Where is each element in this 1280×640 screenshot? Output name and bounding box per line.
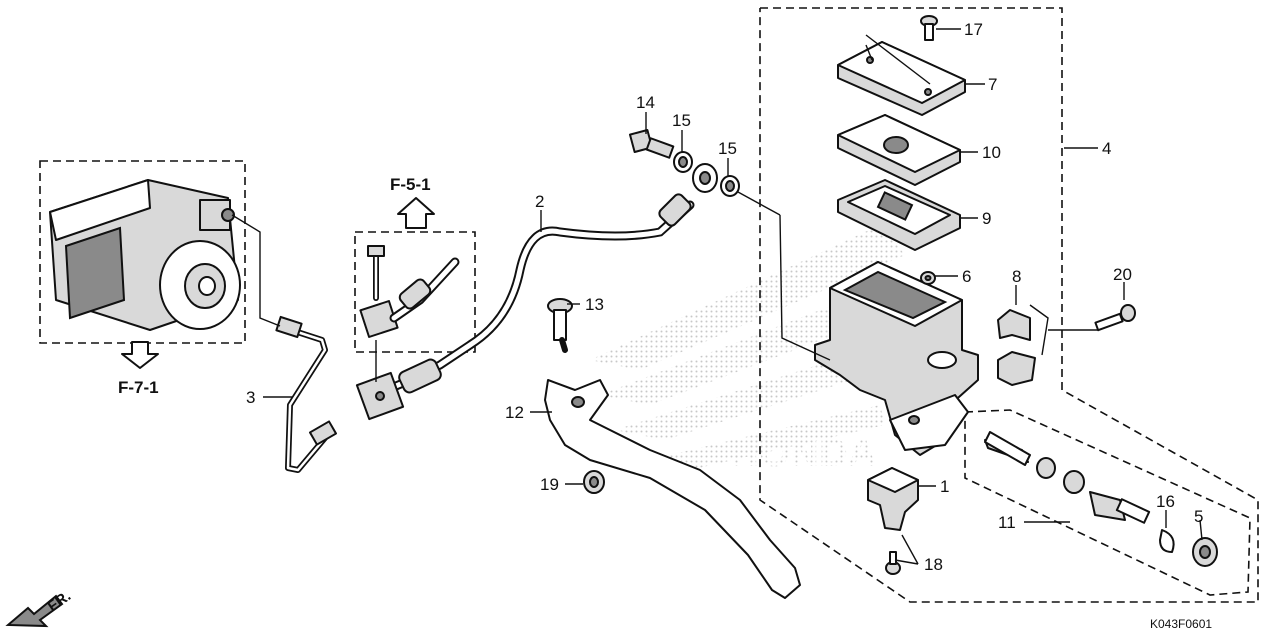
sealing-washer-15b xyxy=(720,175,740,197)
reference-f-5-1: F-5-1 xyxy=(390,175,431,194)
pivot-bolt-13 xyxy=(547,298,573,353)
reference-f-7-1: F-7-1 xyxy=(118,378,159,397)
brake-hose-2 xyxy=(355,163,718,421)
up-arrow-icon xyxy=(397,197,435,229)
svg-text:HONDA: HONDA xyxy=(730,431,877,475)
callout-10: 10 xyxy=(982,143,1001,162)
callout-3: 3 xyxy=(246,388,255,407)
piston-kit-group-box xyxy=(964,409,1251,596)
callout-20: 20 xyxy=(1113,265,1132,284)
brake-switch-1 xyxy=(867,467,919,531)
callout-9: 9 xyxy=(982,209,991,228)
master-cylinder-body xyxy=(814,261,979,456)
nut-19 xyxy=(583,470,605,494)
callout-11: 11 xyxy=(998,513,1016,532)
brake-lever-12 xyxy=(544,379,801,599)
callout-1: 1 xyxy=(940,477,949,496)
callout-19: 19 xyxy=(540,475,559,494)
reservoir-cap-7 xyxy=(837,41,966,116)
callout-18: 18 xyxy=(924,555,943,574)
callout-16: 16 xyxy=(1156,492,1175,511)
callout-15b: 15 xyxy=(718,139,737,158)
screw-18 xyxy=(885,551,901,575)
bolt-20 xyxy=(1094,304,1136,332)
callout-15a: 15 xyxy=(672,111,691,130)
callout-6: 6 xyxy=(962,267,971,286)
wing-logo-watermark: HONDA xyxy=(590,225,905,475)
oil-bolt-14 xyxy=(628,128,675,159)
callout-2: 2 xyxy=(535,192,544,211)
callout-12: 12 xyxy=(505,403,524,422)
callout-13: 13 xyxy=(585,295,604,314)
diagram-code: K043F0601 xyxy=(1150,617,1212,631)
down-arrow-icon xyxy=(121,341,159,369)
diaphragm-9 xyxy=(837,179,961,251)
circlip-16 xyxy=(1159,529,1175,553)
holder-8 xyxy=(997,309,1036,386)
brake-pipe-3 xyxy=(275,315,338,473)
master-cylinder-group-box xyxy=(759,7,1259,603)
screw-6 xyxy=(920,271,936,285)
screw-17 xyxy=(920,15,938,41)
piston-kit-11 xyxy=(984,431,1151,524)
brake-switch-reference xyxy=(359,245,460,382)
callout-14: 14 xyxy=(636,93,655,112)
sealing-washer-15a xyxy=(673,151,693,173)
diaphragm-plate-10 xyxy=(837,114,961,186)
callout-7: 7 xyxy=(988,75,997,94)
callout-4: 4 xyxy=(1102,139,1111,158)
callout-5: 5 xyxy=(1194,507,1203,526)
front-direction-arrow-icon xyxy=(5,594,64,628)
boot-5 xyxy=(1192,537,1218,567)
brake-switch-reference-box xyxy=(354,231,476,353)
abs-modulator-group-box xyxy=(39,160,246,344)
abs-modulator xyxy=(49,179,241,331)
callout-8: 8 xyxy=(1012,267,1021,286)
callout-17: 17 xyxy=(964,20,983,39)
